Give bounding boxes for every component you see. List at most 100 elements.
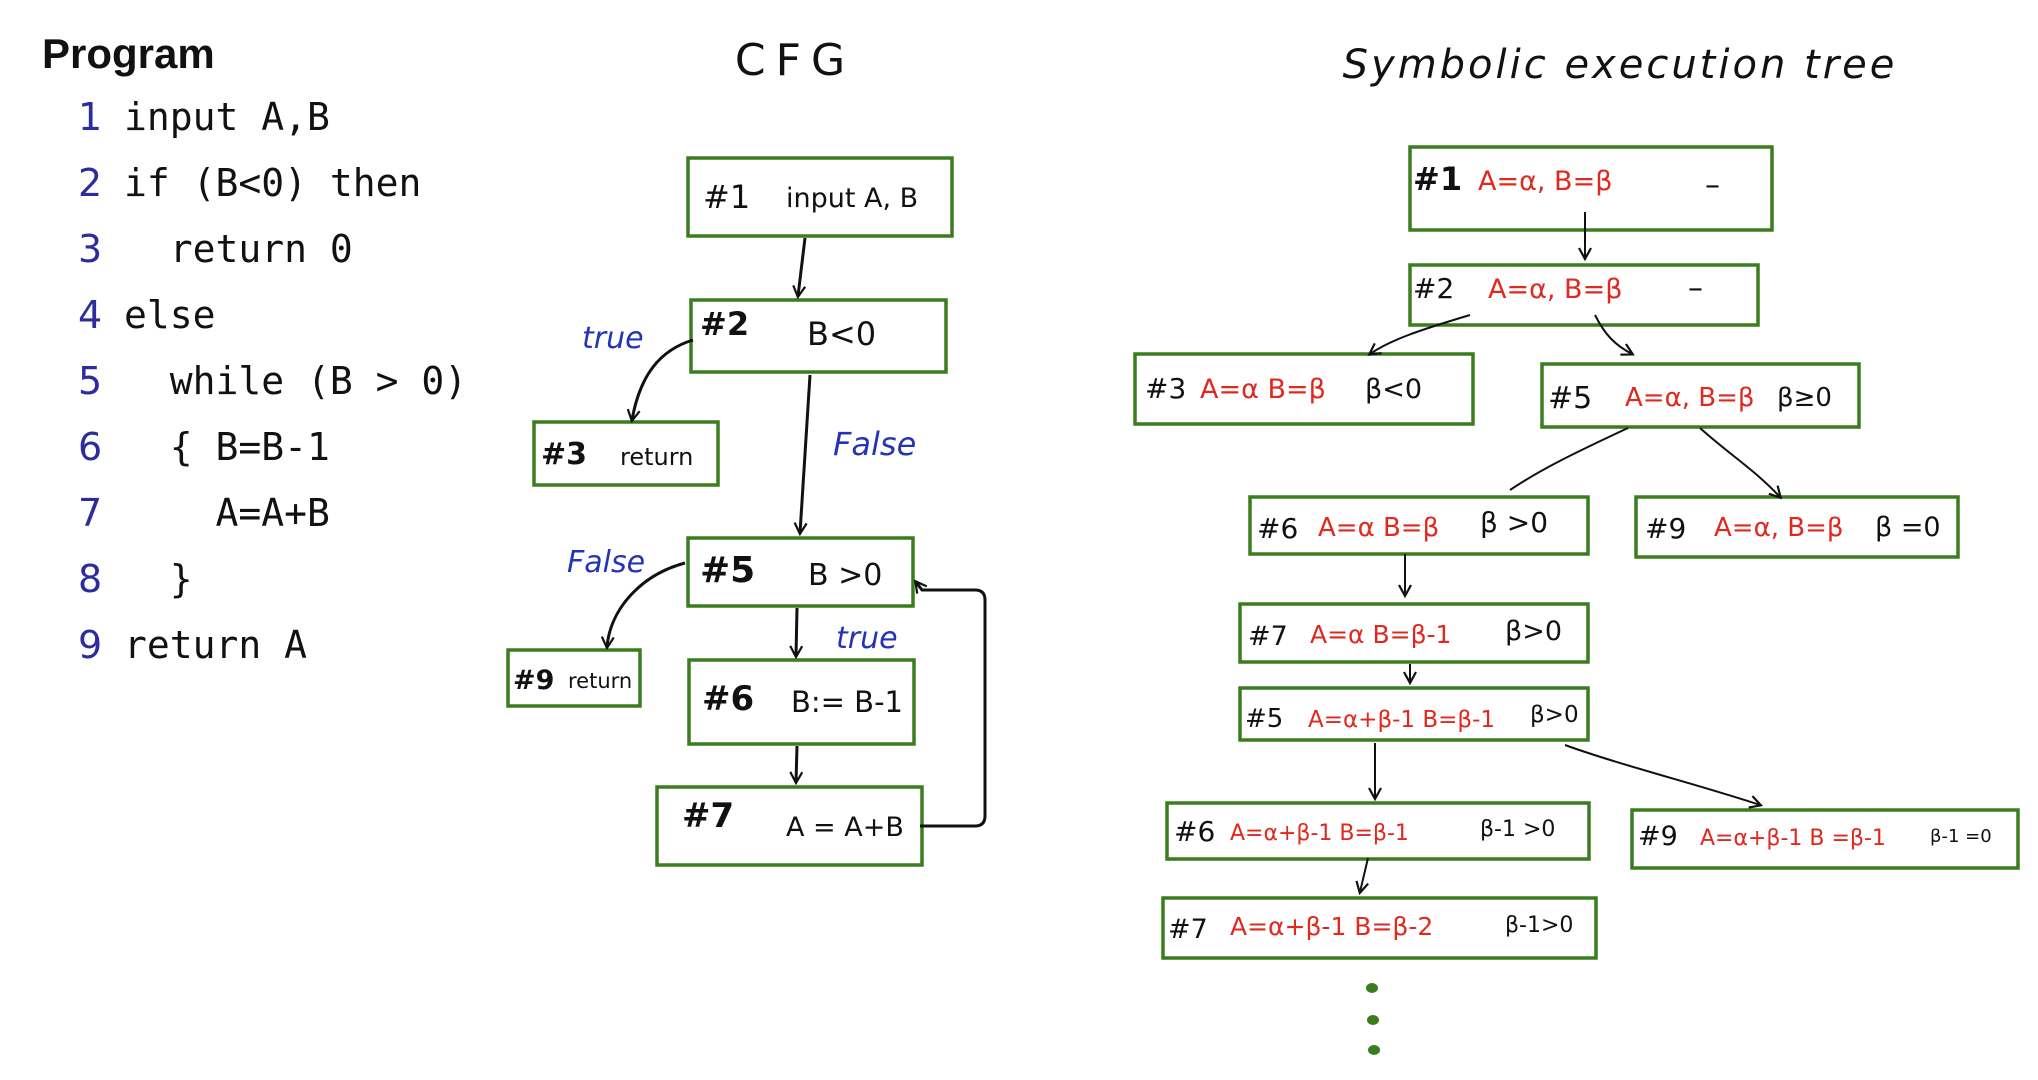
cfg-node-6-id: #6 <box>702 679 754 719</box>
tree-node-pc: β>0 <box>1530 702 1579 728</box>
tree-node-box <box>1238 686 1590 742</box>
tree-node-state: A=α, B=β <box>1478 166 1612 197</box>
edge-7-5-loop <box>916 582 987 828</box>
tree-node-state: A=α+β-1 B=β-1 <box>1308 707 1495 733</box>
tree-node-state: A=α+β-1 B=β-2 <box>1230 912 1433 941</box>
edge-5-9 <box>607 561 686 647</box>
edge-label-true: true <box>582 321 644 356</box>
code-line: 8 } <box>78 557 193 607</box>
code-text: { B=B-1 <box>124 425 330 469</box>
line-number: 6 <box>78 425 103 469</box>
code-line: 1 input A,B <box>78 95 330 145</box>
tree-node-id: #6 <box>1174 815 1215 848</box>
tree-edge <box>1509 427 1629 491</box>
code-line: 6 { B=B-1 <box>78 425 330 475</box>
cfg-node-9-label: return <box>568 669 632 693</box>
tree-node-pc: β-1>0 <box>1505 913 1573 938</box>
code-line: 5 while (B > 0) <box>78 359 467 409</box>
tree-edges <box>1360 212 1780 892</box>
tree-node-box <box>1248 495 1590 556</box>
code-line: 2 if (B<0) then <box>78 161 421 211</box>
cfg-node-9-box <box>506 648 642 708</box>
code-line: 9 return A <box>78 623 307 673</box>
cfg-node-5-id: #5 <box>700 550 755 591</box>
line-number: 9 <box>78 623 103 667</box>
edge-label-false: False <box>833 425 916 463</box>
edge-1-2 <box>798 237 807 296</box>
tree-node-state: A=α+β-1 B=β-1 <box>1230 821 1409 846</box>
cfg-node-9-id: #9 <box>513 665 554 696</box>
code-line: 3 return 0 <box>78 227 353 277</box>
continuation-dots <box>1366 983 1380 1055</box>
edge-6-7 <box>796 745 797 782</box>
line-number: 7 <box>78 491 103 535</box>
cfg-node-6-box <box>687 658 916 746</box>
tree-node-state: A=α B=β-1 <box>1310 620 1451 649</box>
cfg-node-5-label: B >0 <box>808 558 882 593</box>
cfg-node-5-box <box>686 536 915 608</box>
cfg-node-2-label: B<0 <box>807 315 876 353</box>
tree-title: Symbolic execution tree <box>1343 42 1898 88</box>
tree-node-pc: β≥0 <box>1777 383 1832 413</box>
cfg-node-1-id: #1 <box>703 178 750 216</box>
line-number: 2 <box>78 161 103 205</box>
dot <box>1366 983 1378 993</box>
tree-node-state: A=α, B=β <box>1714 513 1843 543</box>
cfg-node-3-box <box>532 420 720 487</box>
tree-edge <box>1594 314 1632 354</box>
tree-edge <box>1699 427 1780 497</box>
edge-2-3 <box>632 338 694 420</box>
tree-node-box <box>1165 801 1591 861</box>
code-text: else <box>124 293 216 337</box>
tree-node-id: #9 <box>1645 512 1686 545</box>
code-text: } <box>124 557 193 601</box>
code-text: while (B > 0) <box>124 359 468 403</box>
edge-5-6 <box>796 607 797 656</box>
code-line: 4 else <box>78 293 216 343</box>
cfg-node-7-label: A = A+B <box>786 812 904 843</box>
cfg-node-1-box <box>686 156 954 238</box>
code-text: if (B<0) then <box>124 161 422 205</box>
line-number: 4 <box>78 293 103 337</box>
cfg-node-3-id: #3 <box>541 437 587 472</box>
tree-node-id: #5 <box>1245 704 1283 734</box>
cfg-node-2-id: #2 <box>700 305 749 343</box>
tree-node-box <box>1634 495 1960 559</box>
line-number: 3 <box>78 227 103 271</box>
cfg-node-6-label: B:= B-1 <box>791 685 903 719</box>
code-text: input A,B <box>124 95 330 139</box>
tree-node-id: #1 <box>1413 160 1462 198</box>
dot <box>1368 1045 1380 1055</box>
tree-node-box <box>1238 602 1590 664</box>
cfg-node-3-label: return <box>620 443 693 471</box>
tree-node-id: #7 <box>1248 621 1288 652</box>
tree-node-box <box>1408 145 1774 232</box>
cfg-node-7-id: #7 <box>682 796 734 836</box>
tree-node-state: A=α, B=β <box>1625 383 1754 413</box>
cfg-node-2-box <box>689 298 948 374</box>
tree-node-pc: β-1 =0 <box>1930 826 1992 847</box>
line-number: 8 <box>78 557 103 601</box>
tree-node-pc: β >0 <box>1480 506 1548 539</box>
program-title: Program <box>42 30 215 77</box>
tree-edge <box>1564 744 1760 805</box>
tree-node-pc: – <box>1705 168 1720 203</box>
tree-node-pc: β =0 <box>1875 512 1941 543</box>
line-number: 5 <box>78 359 103 403</box>
tree-node-id: #7 <box>1168 914 1208 945</box>
code-text: return 0 <box>124 227 353 271</box>
tree-node-id: #2 <box>1413 272 1454 305</box>
tree-node-pc: β-1 >0 <box>1480 817 1555 842</box>
code-text: return A <box>124 623 308 667</box>
edge-label-true: true <box>836 621 898 656</box>
line-number: 1 <box>78 95 103 139</box>
tree-node-box <box>1408 263 1760 327</box>
code-text: A=A+B <box>124 491 330 535</box>
tree-node-state: A=α B=β <box>1318 513 1439 543</box>
tree-node-state: A=α, B=β <box>1488 274 1622 305</box>
code-line: 7 A=A+B <box>78 491 330 541</box>
edge-label-false: False <box>567 545 645 580</box>
tree-edge <box>1360 857 1369 892</box>
tree-node-box <box>1161 896 1598 960</box>
